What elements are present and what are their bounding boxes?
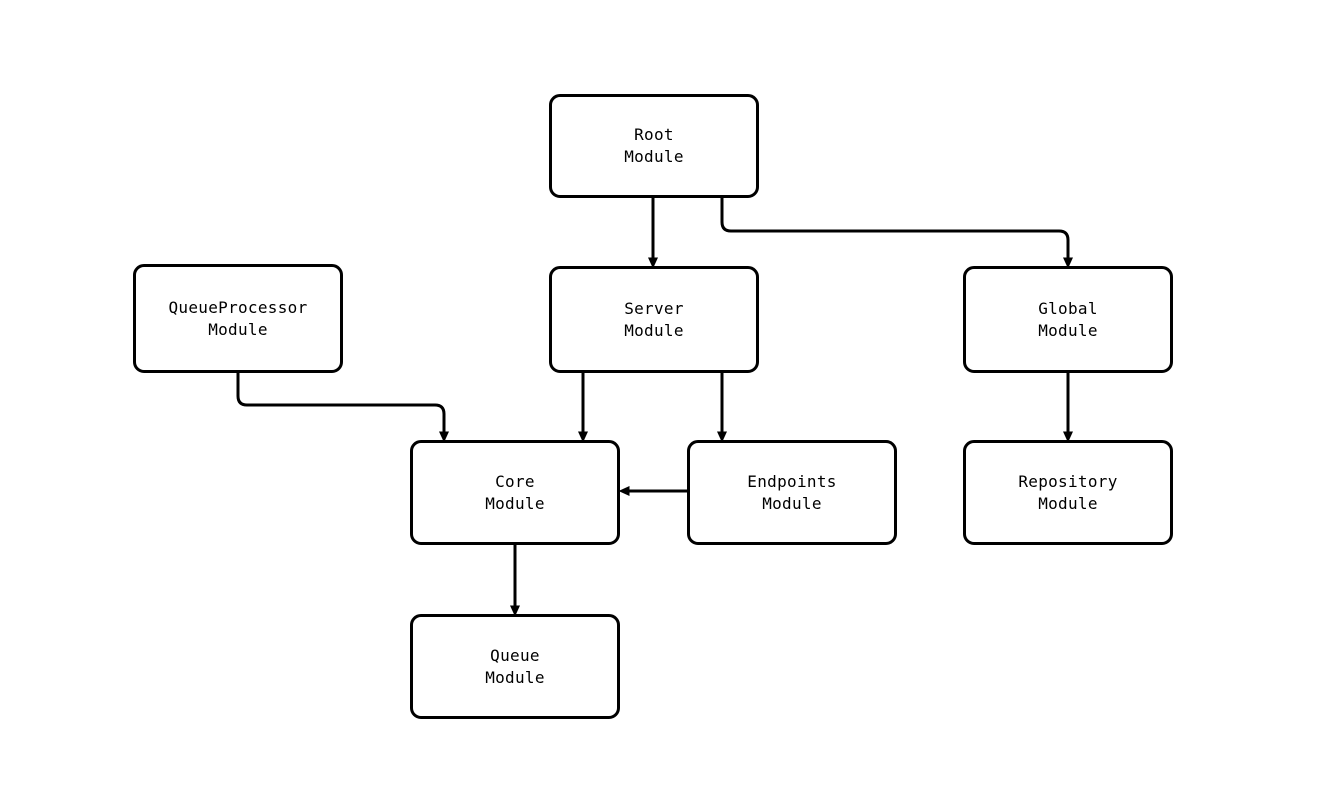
node-server[interactable]: Server Module [549, 266, 759, 373]
node-repository[interactable]: Repository Module [963, 440, 1173, 545]
edge-root-global [720, 197, 1073, 269]
node-server-label-line2: Module [624, 320, 684, 340]
node-queue-label-line2: Module [485, 667, 545, 687]
node-server-label-line1: Server [624, 298, 684, 318]
node-repository-label-line2: Module [1038, 493, 1098, 513]
node-core-label-line2: Module [485, 493, 545, 513]
node-root-label-line2: Module [624, 147, 684, 166]
edge-queueprocessor-core [236, 373, 449, 443]
node-global[interactable]: Global Module [963, 266, 1173, 373]
node-queueprocessor-label-line2: Module [208, 319, 268, 339]
node-global-label-line1: Global [1038, 298, 1098, 318]
node-queue-label-line1: Queue [490, 645, 540, 665]
node-endpoints-label-line2: Module [762, 493, 822, 513]
node-root-label-line1: Root [634, 125, 674, 144]
node-queueprocessor-label-line1: QueueProcessor [168, 297, 308, 317]
node-core-label-line1: Core [495, 471, 535, 491]
node-queueprocessor[interactable]: QueueProcessor Module [133, 264, 343, 373]
node-endpoints[interactable]: Endpoints Module [687, 440, 897, 545]
node-queue[interactable]: Queue Module [410, 614, 620, 719]
node-repository-label-line1: Repository [1018, 471, 1118, 491]
node-root[interactable]: Root Module [549, 94, 759, 198]
node-global-label-line2: Module [1038, 320, 1098, 340]
edges-group [236, 197, 1073, 617]
node-endpoints-label-line1: Endpoints [747, 471, 837, 491]
node-core[interactable]: Core Module [410, 440, 620, 545]
